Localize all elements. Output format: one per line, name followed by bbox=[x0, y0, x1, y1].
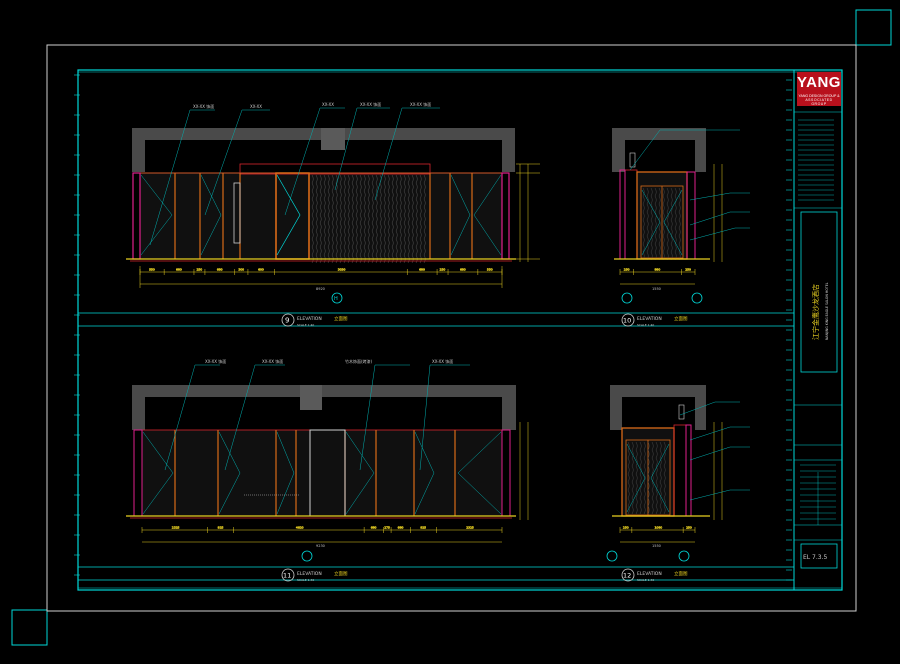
elevation-12-name: 立面图 bbox=[674, 570, 688, 577]
dimension-label: 925 bbox=[218, 526, 224, 530]
dimension-label: 250 bbox=[623, 526, 629, 530]
elevation-9-number: 9 bbox=[285, 317, 289, 325]
drawing-number: EL 7.3.5 bbox=[803, 554, 827, 561]
elevation-10-label: ELEVATION bbox=[637, 316, 662, 322]
dimension-label: 680 bbox=[460, 268, 466, 272]
dimension-label: 300 bbox=[238, 268, 244, 272]
elevation-10-total: 1550 bbox=[652, 287, 661, 291]
elevation-11-title: 11 ELEVATION 立面图 SCALE 1:40 bbox=[281, 568, 348, 582]
dimension-label: 680 bbox=[371, 526, 377, 530]
outer-frame bbox=[46, 44, 857, 612]
dimension-label: 600 bbox=[258, 268, 264, 272]
corner-mark-bottom-left bbox=[11, 609, 48, 646]
dimension-label: 250 bbox=[196, 268, 202, 272]
project-title-vertical: 江宁金鹰沙龙酒店 bbox=[811, 284, 820, 340]
elevation-10-title: 10 ELEVATION 立面图 SCALE 1:40 bbox=[621, 313, 688, 327]
svg-text:XX-XX 饰面: XX-XX 饰面 bbox=[360, 101, 381, 107]
dimension-label: 250 bbox=[440, 268, 446, 272]
dimension-label: 680 bbox=[176, 268, 182, 272]
corner-mark-top-right bbox=[855, 9, 892, 46]
elevation-10-drawing: 250 880 250 bbox=[612, 128, 750, 304]
elevation-9-name: 立面图 bbox=[334, 315, 348, 322]
svg-text:H: H bbox=[334, 296, 338, 302]
project-title-en-vertical: NANJING KING EAGLE SALON HOTEL bbox=[825, 282, 829, 340]
dimension-label: 680 bbox=[217, 268, 223, 272]
dimension-label: 250 bbox=[624, 268, 630, 272]
dimension-label: 1080 bbox=[655, 526, 663, 530]
elevation-12-total: 1550 bbox=[652, 544, 661, 548]
right-ruler bbox=[786, 79, 792, 581]
elevation-11-total: 9230 bbox=[316, 544, 325, 548]
elevation-12-label: ELEVATION bbox=[637, 571, 662, 577]
dimension-label: 3030 bbox=[338, 268, 346, 272]
svg-text:XX-XX 饰面: XX-XX 饰面 bbox=[205, 358, 226, 364]
dimension-label: 880 bbox=[655, 268, 661, 272]
svg-text:XX-XX 饰面: XX-XX 饰面 bbox=[410, 101, 431, 107]
svg-text:XX-XX: XX-XX bbox=[322, 102, 334, 107]
elevation-11-scale: SCALE 1:40 bbox=[297, 578, 314, 582]
dimension-label: 680 bbox=[419, 268, 425, 272]
dimension-label: 250 bbox=[685, 268, 691, 272]
brand-sub1: YANG DESIGN GROUP & bbox=[798, 94, 840, 98]
dimension-label: 275 bbox=[384, 526, 390, 530]
brand-logo: YANG YANG DESIGN GROUP & ASSOCIATED GROU… bbox=[797, 72, 841, 106]
elevation-11-name: 立面图 bbox=[334, 570, 348, 577]
elevation-12-drawing: 250 1080 250 bbox=[606, 385, 750, 562]
svg-text:XX-XX: XX-XX bbox=[250, 104, 262, 109]
elevation-9-label: ELEVATION bbox=[297, 316, 322, 322]
elevation-9-drawing: 550 680 250 680 300 600 3030 680 250 680 550 XX-XX… bbox=[126, 101, 540, 304]
elevation-10-name: 立面图 bbox=[674, 315, 688, 322]
dimension-label: 680 bbox=[398, 526, 404, 530]
dimension-label: 4620 bbox=[296, 526, 304, 530]
svg-text:竹木饰面(烤漆): 竹木饰面(烤漆) bbox=[345, 358, 373, 364]
svg-text:XX-XX 饰面: XX-XX 饰面 bbox=[432, 358, 453, 364]
dimension-label: 2325 bbox=[466, 526, 474, 530]
elevation-10-scale: SCALE 1:40 bbox=[637, 323, 654, 327]
svg-text:XX-XX 饰面: XX-XX 饰面 bbox=[262, 358, 283, 364]
left-ruler bbox=[74, 74, 80, 576]
elevation-11-number: 11 bbox=[283, 572, 291, 580]
dimension-label: 925 bbox=[420, 526, 426, 530]
elevation-9-total: 8920 bbox=[316, 287, 325, 291]
elevation-10-number: 10 bbox=[623, 317, 631, 325]
dimension-label: 250 bbox=[686, 526, 692, 530]
elevation-9-scale: SCALE 1:40 bbox=[297, 323, 314, 327]
title-block bbox=[793, 69, 843, 591]
elevation-12-scale: SCALE 1:40 bbox=[637, 578, 654, 582]
svg-text:XX-XX 饰面: XX-XX 饰面 bbox=[193, 103, 214, 109]
brand-sub2: ASSOCIATED GROUP bbox=[805, 98, 833, 106]
dimension-label: 550 bbox=[487, 268, 493, 272]
brand-name: YANG bbox=[797, 74, 841, 91]
elevation-9-title: 9 ELEVATION 立面图 SCALE 1:40 bbox=[281, 313, 348, 327]
elevation-11-label: ELEVATION bbox=[297, 571, 322, 577]
dimension-label: 2325 bbox=[172, 526, 180, 530]
dimension-label: 550 bbox=[149, 268, 155, 272]
elevation-12-title: 12 ELEVATION 立面图 SCALE 1:40 bbox=[621, 568, 688, 582]
elevation-12-number: 12 bbox=[623, 572, 631, 580]
elevation-11-drawing: 2325 925 4620 680 275 680 925 2325 XX-XX 饰面 XX-… bbox=[126, 358, 529, 562]
